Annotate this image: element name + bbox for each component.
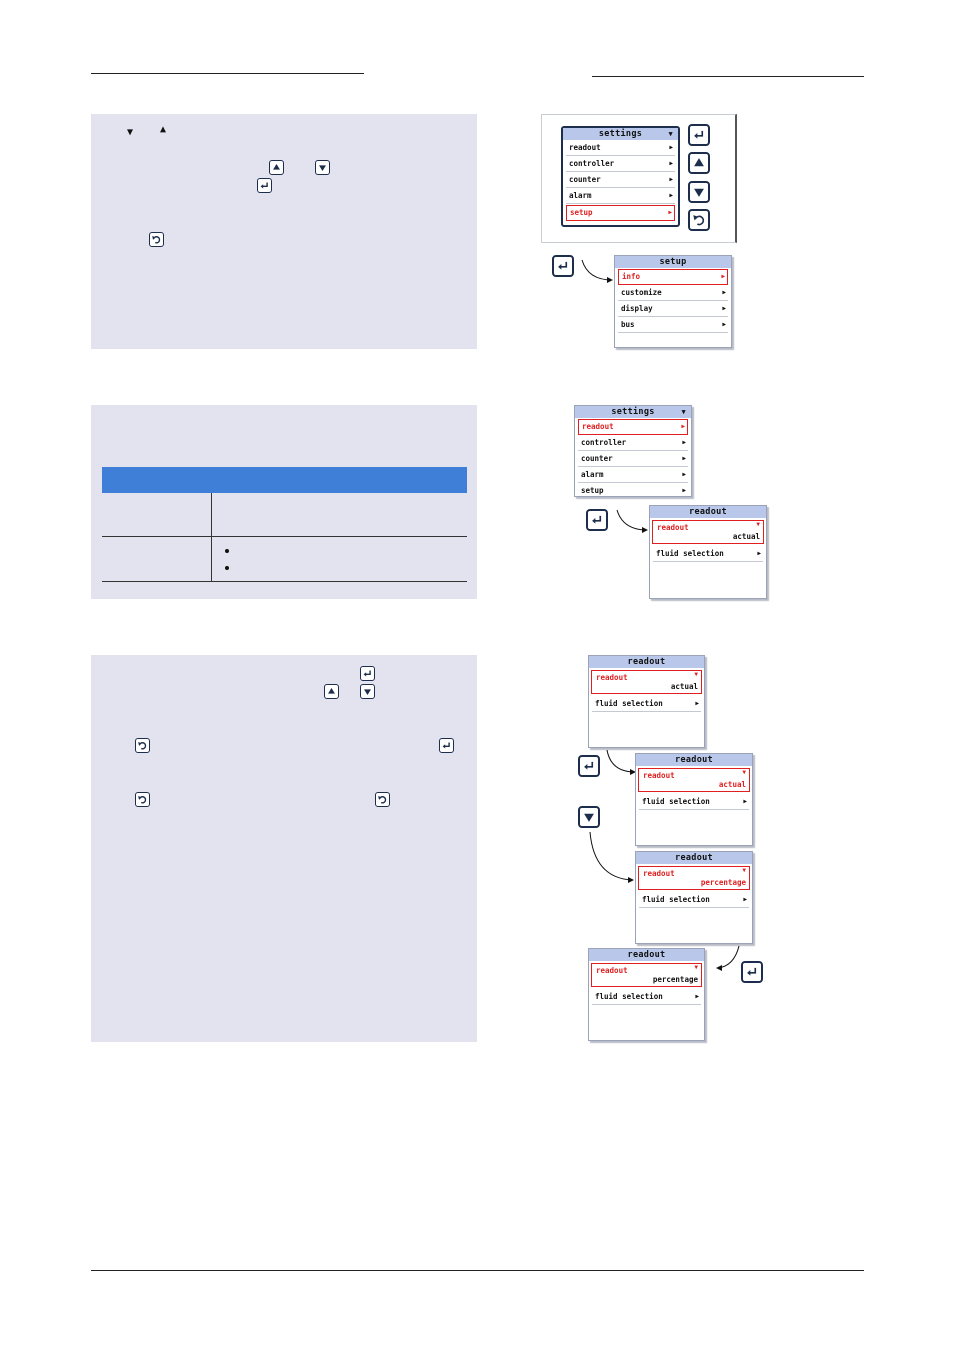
menu-item-setup[interactable]: setup▶ — [566, 205, 675, 221]
flow-arrow — [716, 945, 740, 971]
menu-item-info[interactable]: info▶ — [618, 269, 728, 285]
back-icon — [688, 209, 710, 231]
navigation-panel: ▼ ▲ — [91, 114, 477, 349]
menu-item-display[interactable]: display▶ — [618, 302, 728, 317]
menu-item-bus[interactable]: bus▶ — [618, 318, 728, 333]
back-icon — [149, 232, 164, 247]
table-header-row — [102, 467, 467, 493]
setup-menu: setup info▶ customize▶ display▶ bus▶ — [614, 255, 732, 348]
change-readout-panel — [91, 655, 477, 1042]
down-arrow-icon — [315, 160, 330, 175]
readout-value-field[interactable]: readout▼actual — [638, 768, 750, 792]
menu-item-controller[interactable]: controller▶ — [566, 157, 675, 172]
menu-item-fluid-selection[interactable]: fluid selection▶ — [639, 795, 749, 810]
up-arrow-icon — [688, 152, 710, 174]
settings-menu: settings▼ readout▶ controller▶ counter▶ … — [574, 405, 692, 499]
enter-icon — [257, 178, 272, 193]
enter-icon — [578, 755, 600, 777]
header-rule-left — [91, 73, 364, 74]
flow-arrow — [589, 831, 634, 883]
enter-icon — [552, 255, 574, 277]
menu-title: settings▼ — [575, 406, 691, 418]
enter-icon — [741, 961, 763, 983]
header-rule-right — [592, 76, 864, 77]
menu-title: readout — [589, 949, 704, 961]
enter-icon — [360, 666, 375, 681]
up-arrow-icon — [324, 684, 339, 699]
readout-menu: readout readout▼percentage fluid selecti… — [635, 851, 753, 944]
table-row — [102, 536, 467, 582]
menu-title: setup — [615, 256, 731, 268]
up-arrow-icon — [269, 160, 284, 175]
down-arrow-icon — [688, 181, 710, 203]
enter-icon — [586, 509, 608, 531]
menu-title: readout — [650, 506, 766, 518]
up-triangle-icon: ▲ — [160, 124, 167, 135]
flow-arrow — [616, 509, 648, 533]
menu-item-setup[interactable]: setup▶ — [578, 484, 688, 499]
menu-item-fluid-selection[interactable]: fluid selection▶ — [592, 990, 701, 1005]
menu-item-fluid-selection[interactable]: fluid selection▶ — [639, 893, 749, 908]
bullet-icon — [225, 549, 229, 553]
flow-arrow — [606, 749, 636, 775]
menu-item-fluid-selection[interactable]: fluid selection▶ — [592, 697, 701, 712]
flow-arrow — [581, 259, 613, 283]
down-arrow-icon — [578, 806, 600, 828]
readout-value-field[interactable]: readout▼actual — [652, 520, 764, 544]
readout-menu: readout readout▼actual fluid selection▶ — [649, 505, 767, 599]
readout-menu: readout readout▼actual fluid selection▶ — [635, 753, 753, 846]
menu-item-counter[interactable]: counter▶ — [566, 173, 675, 188]
menu-title: readout — [589, 656, 704, 668]
readout-menu: readout readout▼percentage fluid selecti… — [588, 948, 705, 1041]
down-triangle-icon: ▼ — [127, 127, 134, 138]
menu-title: readout — [636, 754, 752, 766]
readout-menu: readout readout▼actual fluid selection▶ — [588, 655, 705, 748]
menu-item-alarm[interactable]: alarm▶ — [566, 189, 675, 204]
options-table — [102, 467, 467, 582]
menu-item-alarm[interactable]: alarm▶ — [578, 468, 688, 483]
menu-item-fluid-selection[interactable]: fluid selection▶ — [653, 547, 763, 562]
settings-menu: settings▼ readout▶ controller▶ counter▶ … — [561, 126, 680, 227]
back-icon — [135, 792, 150, 807]
footer-rule — [91, 1270, 864, 1271]
enter-icon — [439, 738, 454, 753]
readout-value-field[interactable]: readout▼actual — [591, 670, 702, 694]
table-row — [102, 493, 467, 537]
menu-item-controller[interactable]: controller▶ — [578, 436, 688, 451]
menu-item-readout[interactable]: readout▶ — [566, 141, 675, 156]
back-icon — [135, 738, 150, 753]
readout-options-panel — [91, 405, 477, 599]
readout-value-field[interactable]: readout▼percentage — [591, 963, 702, 987]
down-arrow-icon — [360, 684, 375, 699]
bullet-icon — [225, 566, 229, 570]
menu-item-counter[interactable]: counter▶ — [578, 452, 688, 467]
menu-item-readout[interactable]: readout▶ — [578, 419, 688, 435]
menu-title: readout — [636, 852, 752, 864]
back-icon — [375, 792, 390, 807]
readout-value-field[interactable]: readout▼percentage — [638, 866, 750, 890]
menu-item-customize[interactable]: customize▶ — [618, 286, 728, 301]
menu-title: settings▼ — [563, 128, 678, 140]
enter-icon — [688, 124, 710, 146]
